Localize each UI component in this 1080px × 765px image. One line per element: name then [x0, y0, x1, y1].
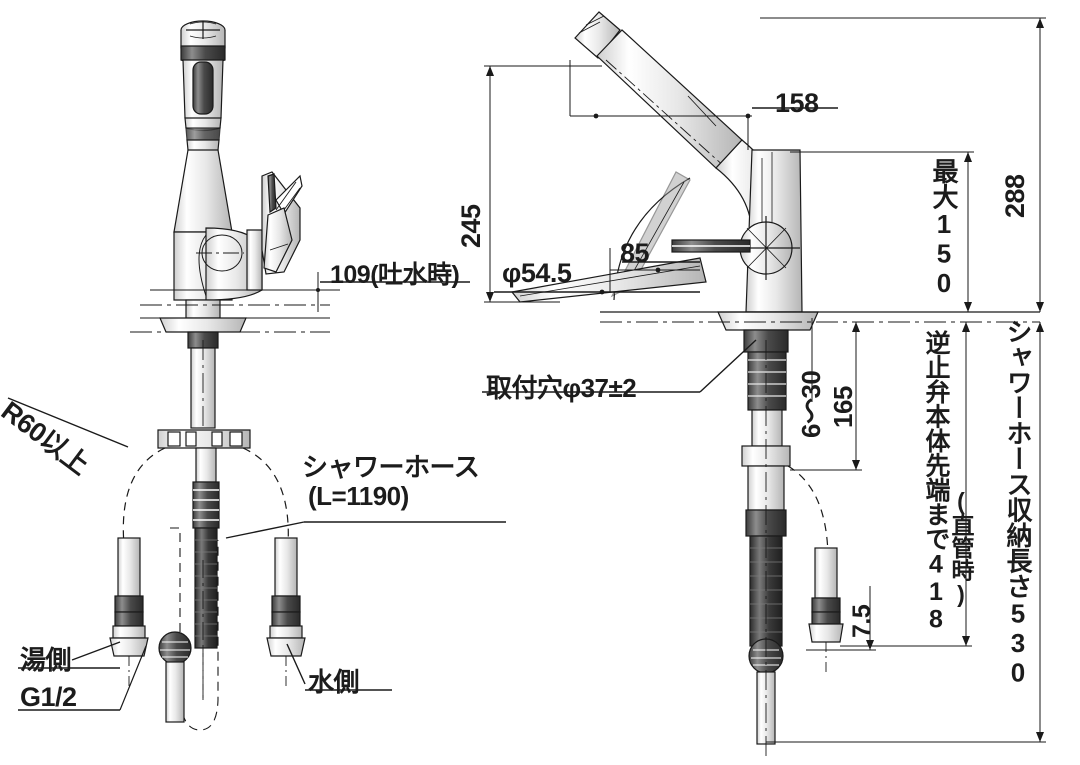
check-valve-418-label: 逆止弁本体先端まで418: [922, 330, 950, 633]
dimension-288-label: 288: [1000, 174, 1030, 218]
thread-size-label: G1/2: [20, 682, 77, 712]
hot-side-label: 湯側: [20, 645, 72, 675]
dimension-max-150-label: 最大150: [929, 158, 959, 298]
dimension-165-label: 165: [828, 386, 858, 428]
front-view-group: [7, 20, 506, 731]
hose-storage-530-label: シャワーホース収納長さ530: [1003, 318, 1033, 687]
side-view-group: [482, 11, 1046, 756]
shower-hose-label: シャワーホース: [302, 452, 480, 482]
dimension-245-label: 245: [456, 204, 486, 248]
dimension-deck-thickness-label: 6〜30: [796, 370, 826, 438]
check-valve-note-label: (直管時): [948, 488, 974, 607]
dimension-phi-54-5-label: φ54.5: [502, 258, 572, 288]
dimension-109-label: 109(吐水時): [330, 261, 460, 289]
cold-side-label: 水側: [308, 667, 360, 697]
dimension-158-label: 158: [775, 88, 819, 118]
dimension-85-label: 85: [620, 238, 650, 268]
dimension-7-5-label: 7.5: [848, 604, 876, 638]
mounting-hole-label: 取付穴φ37±2: [486, 373, 637, 403]
shower-hose-length-label: (L=1190): [308, 481, 409, 511]
